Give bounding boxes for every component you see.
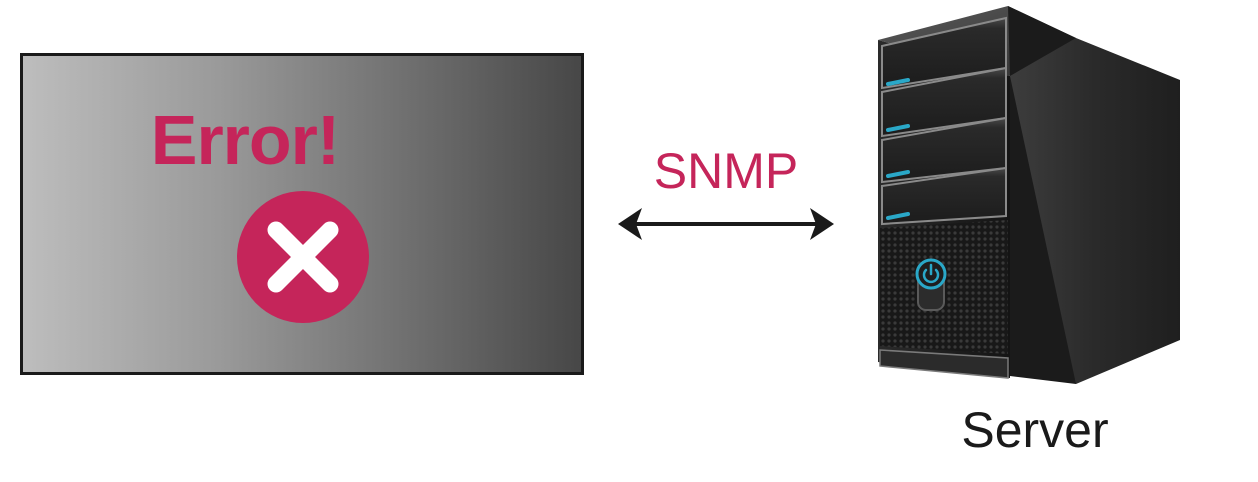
display-screen: Error! <box>23 56 581 372</box>
error-title: Error! <box>150 101 340 179</box>
server-label: Server <box>961 402 1109 458</box>
protocol-label: SNMP <box>653 143 799 199</box>
power-icon <box>915 258 947 311</box>
bidirectional-arrow-icon <box>618 208 834 240</box>
server-tower-icon <box>878 6 1180 384</box>
close-x-icon <box>237 191 369 323</box>
display-monitor: Error! <box>20 53 584 375</box>
